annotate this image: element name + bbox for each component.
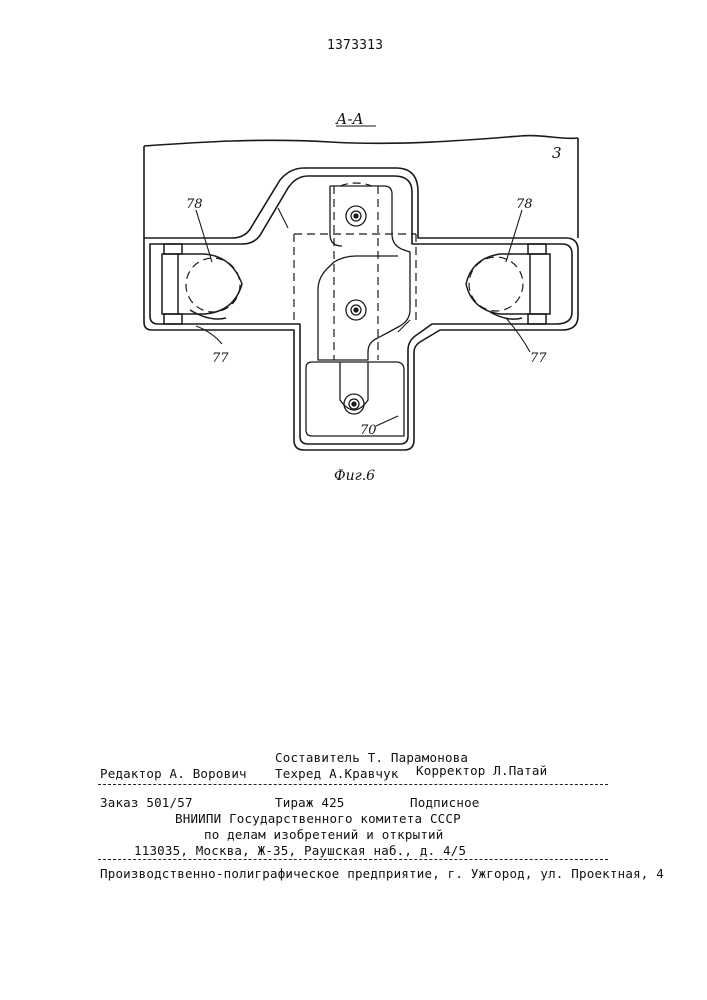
link-plate bbox=[318, 186, 410, 360]
org-line-1: ВНИИПИ Государственного комитета СССР bbox=[175, 811, 461, 826]
technical-drawing: А-А 3 78 78 77 77 70 Фиг.6 bbox=[0, 0, 707, 500]
section-label: А-А bbox=[335, 110, 364, 128]
label-78-left: 78 bbox=[186, 197, 203, 212]
separator-1 bbox=[98, 784, 608, 785]
label-3: 3 bbox=[552, 144, 562, 162]
org-line-2: по делам изобретений и открытий bbox=[204, 827, 444, 842]
circulation-line: Тираж 425 bbox=[275, 795, 345, 810]
label-77-left: 77 bbox=[212, 351, 229, 366]
roller-left-77 bbox=[162, 254, 242, 314]
techred-line: Техред А.Кравчук bbox=[275, 766, 399, 781]
subscription-line: Подписное bbox=[410, 795, 480, 810]
separator-2 bbox=[98, 859, 608, 860]
editor-line: Редактор А. Ворович bbox=[100, 766, 247, 781]
figure-caption: Фиг.6 bbox=[334, 468, 375, 484]
roller-right-77 bbox=[466, 254, 550, 314]
corrector-line: Корректор Л.Патай bbox=[416, 763, 547, 778]
address-line: 113035, Москва, Ж-35, Раушская наб., д. … bbox=[134, 843, 466, 858]
printer-line: Производственно-полиграфическое предприя… bbox=[100, 866, 664, 881]
label-77-right: 77 bbox=[530, 351, 547, 366]
order-line: Заказ 501/57 bbox=[100, 795, 193, 810]
plate-break-line bbox=[144, 136, 578, 146]
label-70: 70 bbox=[360, 423, 377, 438]
label-78-right: 78 bbox=[516, 197, 533, 212]
